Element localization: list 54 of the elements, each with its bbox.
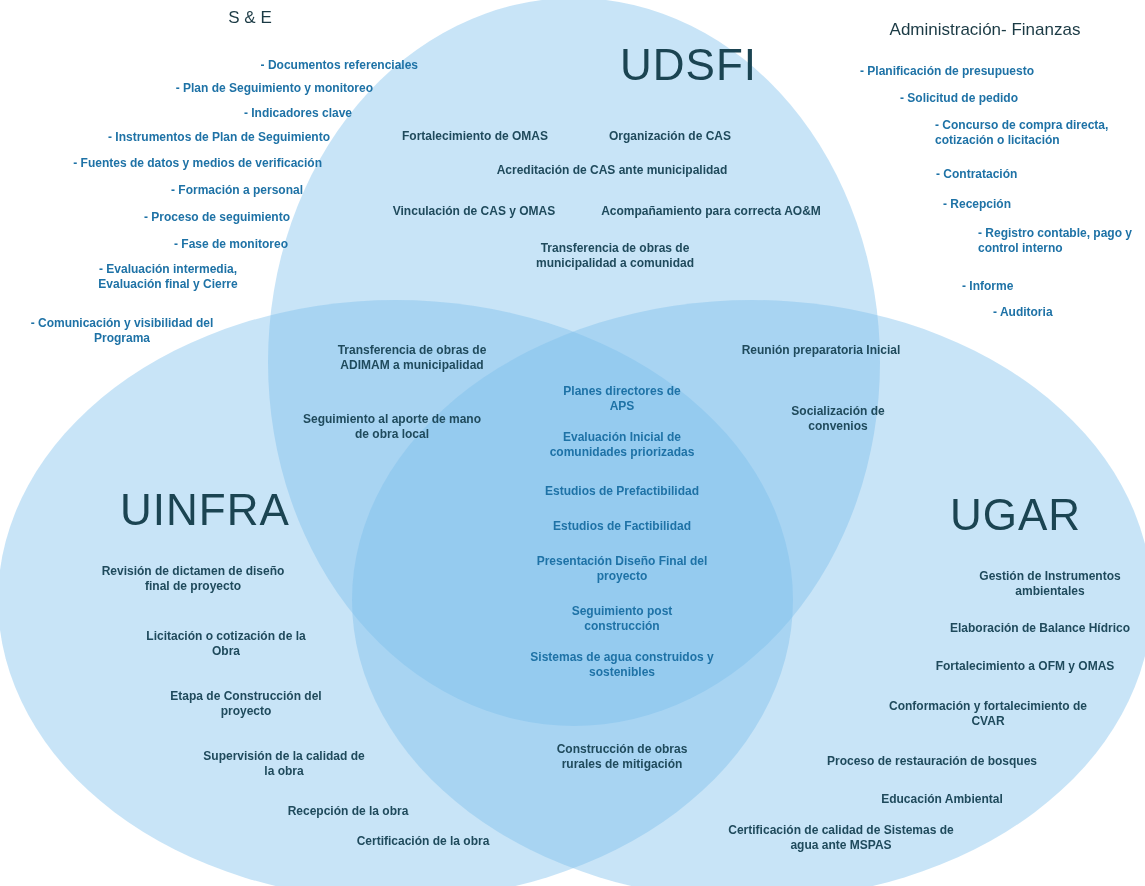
item-text: Etapa de Construcción del proyecto	[169, 689, 323, 719]
item-text: - Documentos referenciales	[259, 58, 418, 73]
item-text: Acompañamiento para correcta AO&M	[600, 204, 822, 219]
item-text: Recepción de la obra	[286, 804, 410, 819]
item-text: Certificación de la obra	[355, 834, 491, 849]
item-text: - Contratación	[936, 167, 1019, 182]
item-text: - Solicitud de pedido	[900, 91, 1019, 106]
item-text: Reunión preparatoria Inicial	[740, 343, 902, 358]
item-text: Transferencia de obras de ADIMAM a municipalidad	[336, 343, 488, 373]
item-text: Licitación o cotización de la Obra	[145, 629, 307, 659]
item-text: - Auditoria	[993, 305, 1054, 320]
item-text: Proceso de restauración de bosques	[825, 754, 1039, 769]
item-text: Sistemas de agua construidos y sostenibles	[529, 650, 715, 680]
item-text: Elaboración de Balance Hídrico	[948, 621, 1132, 636]
circle-title: UINFRA	[120, 485, 290, 535]
item-text: - Comunicación y visibilidad del Programa	[29, 316, 215, 346]
item-text: Fortalecimiento a OFM y OMAS	[934, 659, 1116, 674]
item-text: Organización de CAS	[608, 129, 732, 144]
item-text: - Informe	[962, 279, 1015, 294]
item-text: Transferencia de obras de municipalidad a comunidad	[535, 241, 695, 271]
group-heading: S & E	[227, 10, 273, 25]
item-text: Evaluación Inicial de comunidades priorizadas	[548, 430, 696, 460]
item-text: Estudios de Prefactibilidad	[544, 484, 700, 499]
item-text: Seguimiento al aporte de mano de obra local	[302, 412, 482, 442]
item-text: - Proceso de seguimiento	[142, 210, 290, 225]
item-text: - Evaluación intermedia, Evaluación final y Cierre	[97, 262, 239, 292]
item-text: - Planificación de presupuesto	[860, 64, 1036, 79]
item-text: Estudios de Factibilidad	[552, 519, 692, 534]
item-text: - Fase de monitoreo	[172, 237, 288, 252]
item-text: Certificación de calidad de Sistemas de agua ante MSPAS	[727, 823, 955, 853]
item-text: - Formación a personal	[169, 183, 303, 198]
item-text: - Fuentes de datos y medios de verificación	[72, 156, 322, 171]
item-text: Supervisión de la calidad de la obra	[202, 749, 366, 779]
item-text: Educación Ambiental	[880, 792, 1004, 807]
group-heading: Administración- Finanzas	[888, 22, 1082, 37]
item-text: - Indicadores clave	[242, 106, 352, 121]
item-text: Conformación y fortalecimiento de CVAR	[888, 699, 1088, 729]
circle-title: UGAR	[950, 490, 1082, 540]
item-text: Construcción de obras rurales de mitigación	[555, 742, 689, 772]
item-text: Planes directores de APS	[562, 384, 682, 414]
item-text: Seguimiento post construcción	[570, 604, 674, 634]
item-text: Presentación Diseño Final del proyecto	[535, 554, 709, 584]
item-text: - Instrumentos de Plan de Seguimiento	[106, 130, 330, 145]
item-text: - Plan de Seguimiento y monitoreo	[174, 81, 373, 96]
item-text: - Recepción	[943, 197, 1012, 212]
circle-title: UDSFI	[620, 40, 757, 90]
item-text: - Registro contable, pago y control interno	[978, 226, 1134, 256]
item-text: Fortalecimiento de OMAS	[401, 129, 549, 144]
item-text: Revisión de dictamen de diseño final de proyecto	[100, 564, 286, 594]
item-text: Acreditación de CAS ante municipalidad	[495, 163, 729, 178]
item-text: - Concurso de compra directa, cotización o licitación	[935, 118, 1110, 148]
item-text: Gestión de Instrumentos ambientales	[978, 569, 1122, 599]
item-text: Socialización de convenios	[790, 404, 886, 434]
item-text: Vinculación de CAS y OMAS	[391, 204, 557, 219]
